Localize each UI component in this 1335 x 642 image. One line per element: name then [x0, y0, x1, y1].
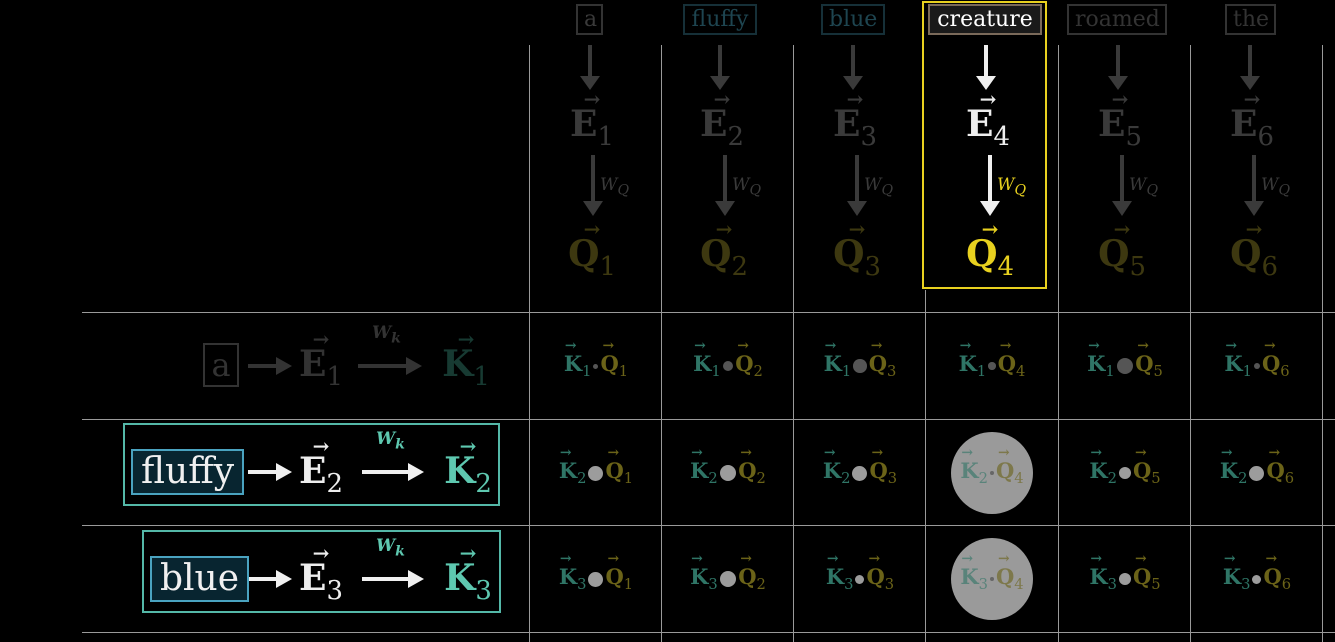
wq-label: WQ — [732, 175, 762, 199]
embedding-e2: →E2 — [700, 87, 744, 153]
attention-dot — [853, 359, 867, 373]
attention-dot — [989, 471, 994, 475]
attention-dot — [988, 362, 996, 370]
dot-product-cell: →K2→Q1 — [558, 445, 634, 488]
wq-label: WQ — [1261, 175, 1291, 199]
attention-dot — [855, 574, 865, 584]
dot-product-cell: →K3→Q6 — [1222, 551, 1292, 594]
attention-dot — [1116, 357, 1134, 375]
dot-product-cell: →K2→Q6 — [1219, 445, 1295, 488]
grid-line-v — [1322, 45, 1323, 642]
dot-product-cell: →K1→Q4 — [958, 338, 1026, 381]
dot-product-cell: →K1→Q5 — [1087, 338, 1163, 381]
row-box-fluffy — [123, 423, 500, 506]
row-key-k1: →K1 — [442, 327, 490, 393]
attention-dot — [593, 363, 599, 369]
query-q2: →Q2 — [700, 217, 748, 283]
wk-label: Wk — [376, 429, 405, 453]
query-q5: →Q5 — [1098, 217, 1146, 283]
dot-product-cell: →K3→Q4 — [926, 526, 1058, 632]
grid-line-h — [82, 632, 1335, 633]
grid-line-h — [82, 419, 1335, 420]
row-embedding-e1: →E1 — [299, 327, 343, 393]
attention-dot — [719, 464, 737, 482]
token-blue: blue — [821, 4, 885, 35]
dot-product-cell: →K3→Q2 — [690, 551, 766, 594]
embedding-e1: →E1 — [570, 87, 614, 153]
attention-dot — [1118, 573, 1131, 585]
token-the: the — [1225, 4, 1276, 35]
embedding-e6: →E6 — [1230, 87, 1274, 153]
grid-line-h — [82, 312, 1335, 313]
arrow-head — [580, 76, 600, 90]
arrow-head — [1240, 76, 1260, 90]
row-token-a: a — [203, 343, 239, 387]
wk-label: Wk — [376, 536, 405, 560]
wq-label: WQ — [997, 175, 1027, 199]
attention-dot — [588, 571, 604, 587]
attention-dot — [588, 465, 604, 481]
arrow-head — [1108, 76, 1128, 90]
attention-dot — [852, 465, 868, 481]
row-token-fluffy: fluffy — [131, 449, 245, 495]
dot-product-cell: →K2→Q4 — [926, 420, 1058, 526]
token-a: a — [576, 4, 603, 35]
row-embedding-e2: →E2 — [299, 434, 343, 500]
grid-line-v — [925, 290, 926, 642]
wq-label: WQ — [600, 175, 630, 199]
highlight-column-box — [922, 1, 1047, 289]
query-q3: →Q3 — [833, 217, 881, 283]
query-q6: →Q6 — [1230, 217, 1278, 283]
dot-product-cell: →K1→Q1 — [563, 338, 629, 381]
attention-dot — [1249, 465, 1265, 481]
token-creature: creature — [928, 4, 1042, 35]
embedding-e4: →E4 — [966, 87, 1010, 153]
dot-product-cell: →K2→Q5 — [1089, 445, 1161, 488]
grid-line-v — [529, 45, 530, 642]
wq-label: WQ — [864, 175, 894, 199]
grid-line-v — [793, 45, 794, 642]
dot-product-cell: →K3→Q5 — [1089, 551, 1161, 594]
row-key-k3: →K3 — [444, 541, 492, 607]
dot-product-cell: →K2→Q2 — [690, 445, 766, 488]
dot-product-cell: →K1→Q6 — [1224, 338, 1290, 381]
query-q1: →Q1 — [568, 217, 616, 283]
embedding-e5: →E5 — [1098, 87, 1142, 153]
arrow-head — [843, 76, 863, 90]
grid-line-h — [82, 525, 1335, 526]
row-key-k2: →K2 — [444, 434, 492, 500]
attention-dot — [722, 360, 734, 372]
dot-product-cell: →K1→Q3 — [823, 338, 897, 381]
dot-product-cell: →K3→Q1 — [558, 551, 634, 594]
attention-dot — [989, 577, 994, 581]
attention-dot — [1252, 574, 1262, 584]
wq-label: WQ — [1129, 175, 1159, 199]
attention-dot — [719, 570, 737, 588]
attention-dot — [1253, 363, 1260, 369]
row-embedding-e3: →E3 — [299, 541, 343, 607]
arrow-head — [976, 76, 996, 90]
embedding-e3: →E3 — [833, 87, 877, 153]
dot-product-cell: →K1→Q2 — [693, 338, 763, 381]
dot-product-cell: →K3→Q3 — [825, 551, 895, 594]
wk-label: Wk — [372, 323, 401, 347]
query-q4: →Q4 — [966, 217, 1014, 283]
row-token-blue: blue — [150, 556, 250, 602]
attention-dot — [1118, 467, 1131, 479]
grid-line-v — [661, 45, 662, 642]
arrow-head — [710, 76, 730, 90]
grid-line-v — [1058, 45, 1059, 642]
dot-product-cell: →K2→Q3 — [822, 445, 898, 488]
row-box-blue — [142, 530, 501, 613]
grid-line-v — [1190, 45, 1191, 642]
token-fluffy: fluffy — [683, 4, 757, 35]
token-roamed: roamed — [1067, 4, 1167, 35]
